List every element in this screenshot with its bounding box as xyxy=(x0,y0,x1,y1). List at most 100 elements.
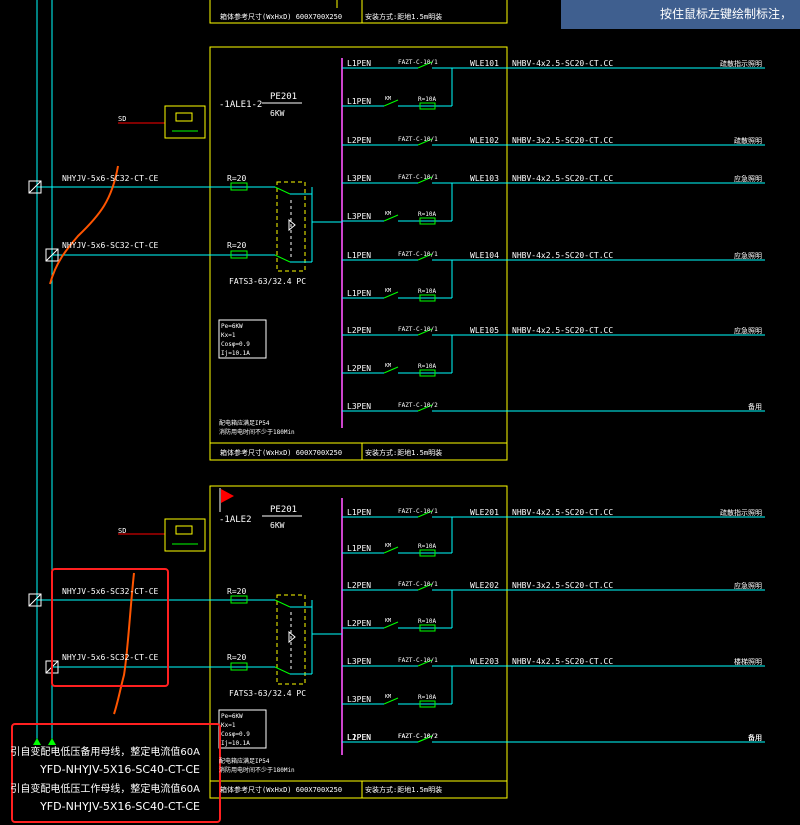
feeder-arrow-1 xyxy=(33,738,41,745)
panel1-circuit-6-rcd xyxy=(419,294,436,302)
panel1-calc-0: Pe=6KW xyxy=(221,323,243,330)
panel1-circuit-5-cable: NHBV-4x2.5-SC20-CT.CC xyxy=(512,251,613,260)
panel2-sd-module xyxy=(164,518,206,552)
panel2-circuit-3-phase: L2PEN xyxy=(347,619,371,628)
panel2-install-note: 安装方式:距地1.5m明装 xyxy=(365,785,442,794)
red-flag-icon xyxy=(221,489,234,503)
panel1-circuit-9-load: 备用 xyxy=(748,402,762,411)
terminal-slash xyxy=(45,248,59,262)
panel1-circuit-1-km: KM xyxy=(385,96,391,102)
panel1-circuit-6-phase: L1PEN xyxy=(347,289,371,298)
panel2-circuit-2-phase: L2PEN xyxy=(347,581,371,590)
panel1-circuit-8-phase: L2PEN xyxy=(347,364,371,373)
panel2-feeder-a-terminal xyxy=(28,593,42,607)
panel2-circuit-6-phase: L1PEN xyxy=(347,733,371,742)
panel1-circuit-7-phase: L2PEN xyxy=(347,326,371,335)
incoming-line2-label: 引自变配电低压工作母线，整定电流值60A xyxy=(10,782,200,795)
prev-panel-install-note: 安装方式:距地1.5m明装 xyxy=(365,12,442,21)
panel2-circuit-3-rcd xyxy=(419,624,436,632)
panel1-circuit-0-breaker: FAZT-C-10/1 xyxy=(398,59,438,66)
panel2-name: -1ALE2 xyxy=(219,515,252,525)
panel2-note-0: 配电箱应满足IP54 xyxy=(219,757,270,765)
drawing-tooltip: 按住鼠标左键绘制标注， xyxy=(561,0,800,29)
panel1-circuit-6-rcd-label: R=10A xyxy=(418,288,436,295)
panel1-circuit-1-phase: L1PEN xyxy=(347,97,371,106)
panel1-circuit-4-phase: L3PEN xyxy=(347,212,371,221)
panel1-feeder-b-label: NHYJV-5x6-SC32-CT-CE xyxy=(62,241,159,250)
panel1-note-0: 配电箱应满足IP54 xyxy=(219,419,270,427)
panel1-circuit-2-breaker-contact xyxy=(417,138,433,146)
annotation-stroke-1 xyxy=(49,165,119,285)
panel2-circuit-2-breaker-contact xyxy=(417,583,433,591)
panel1-breaker-a-label: R=20 xyxy=(227,174,246,183)
panel2-circuit-6-breaker: FAZT-C-10/2 xyxy=(398,733,438,740)
panel1-circuit-1-rcd xyxy=(419,102,436,110)
panel2-circuit-2-cable: NHBV-3x2.5-SC20-CT.CC xyxy=(512,581,613,590)
panel1-circuit-5-breaker-contact xyxy=(417,253,433,261)
panel2-circuit-7-load: 备用 xyxy=(748,733,762,742)
panel1-circuit-9-phase: L3PEN xyxy=(347,402,371,411)
panel1-circuit-8-contactor xyxy=(383,366,399,374)
terminal-slash xyxy=(28,593,42,607)
prev-panel-size-note: 箱体参考尺寸(WxHxD) 600X700X250 xyxy=(220,12,342,21)
panel1-circuit-8-km: KM xyxy=(385,363,391,369)
panel2-device: PE201 xyxy=(270,505,297,515)
panel2-circuit-0-phase: L1PEN xyxy=(347,508,371,517)
annotation-stroke-2 xyxy=(113,572,135,715)
panel1-circuit-0-cable: NHBV-4x2.5-SC20-CT.CC xyxy=(512,59,613,68)
panel1-calc-box xyxy=(218,319,267,359)
panel2-circuit-0-id: WLE201 xyxy=(470,508,499,517)
panel1-circuit-2-id: WLE102 xyxy=(470,136,499,145)
panel1-circuit-4-rcd-label: R=10A xyxy=(418,211,436,218)
panel1-circuit-3-breaker-contact xyxy=(417,176,433,184)
panel1-ats-box xyxy=(276,181,306,272)
panel2-circuit-4-id: WLE203 xyxy=(470,657,499,666)
panel1-feeder-b-terminal xyxy=(45,248,59,262)
panel1-circuit-3-load: 应急照明 xyxy=(734,174,762,183)
ats-actuator xyxy=(288,218,296,232)
feeder-arrow-2 xyxy=(48,738,56,745)
panel1-circuit-7-cable: NHBV-4x2.5-SC20-CT.CC xyxy=(512,326,613,335)
panel1-circuit-5-id: WLE104 xyxy=(470,251,499,260)
panel2-circuit-1-contactor xyxy=(383,546,399,554)
panel1-sd-inner xyxy=(175,112,193,122)
panel2-circuit-0-cable: NHBV-4x2.5-SC20-CT.CC xyxy=(512,508,613,517)
ats-actuator xyxy=(288,630,296,644)
panel2-circuit-6-load: 备用 xyxy=(748,733,762,742)
panel2-circuit-3-rcd-label: R=10A xyxy=(418,618,436,625)
panel1-circuit-9-breaker: FAZT-C-10/2 xyxy=(398,402,438,409)
panel2-ats-label: FATS3-63/32.4 PC xyxy=(229,689,306,698)
panel2-sd-inner xyxy=(175,525,193,535)
panel2-feeder-a-label: NHYJV-5x6-SC32-CT-CE xyxy=(62,587,159,596)
panel2-circuit-4-breaker-contact xyxy=(417,659,433,667)
panel1-circuit-0-breaker-contact xyxy=(417,61,433,69)
panel2-circuit-5-rcd-label: R=10A xyxy=(418,694,436,701)
panel1-circuit-0-phase: L1PEN xyxy=(347,59,371,68)
panel2-breaker-b-label: R=20 xyxy=(227,653,246,662)
panel1-circuit-3-breaker: FAZT-C-10/1 xyxy=(398,174,438,181)
panel1-circuit-1-rcd-label: R=10A xyxy=(418,96,436,103)
panel1-circuit-7-load: 应急照明 xyxy=(734,326,762,335)
panel2-circuit-7-breaker: FAZT-C-10/2 xyxy=(398,733,438,740)
panel1-circuit-2-cable: NHBV-3x2.5-SC20-CT.CC xyxy=(512,136,613,145)
panel1-calc-2: Cosφ=0.9 xyxy=(221,341,250,348)
panel2-circuit-2-breaker: FAZT-C-10/1 xyxy=(398,581,438,588)
panel2-circuit-5-phase: L3PEN xyxy=(347,695,371,704)
panel1-circuit-7-breaker-contact xyxy=(417,328,433,336)
annotation-rect-1 xyxy=(51,568,169,687)
ats-contact xyxy=(274,599,291,608)
panel2-calc-1: Kx=1 xyxy=(221,722,236,729)
panel1-circuit-3-id: WLE103 xyxy=(470,174,499,183)
panel1-circuit-5-phase: L1PEN xyxy=(347,251,371,260)
panel1-circuit-7-breaker: FAZT-C-10/1 xyxy=(398,326,438,333)
panel1-source: SD xyxy=(118,115,126,123)
panel2-source: SD xyxy=(118,527,126,535)
ats-contact xyxy=(274,666,291,675)
panel2-circuit-0-breaker-contact xyxy=(417,510,433,518)
panel1-circuit-2-breaker: FAZT-C-10/1 xyxy=(398,136,438,143)
panel1-calc-3: Ij=10.1A xyxy=(221,350,250,357)
panel1-note-1: 消防用电时间不少于180Min xyxy=(219,428,295,436)
panel2-breaker-a xyxy=(230,595,248,604)
